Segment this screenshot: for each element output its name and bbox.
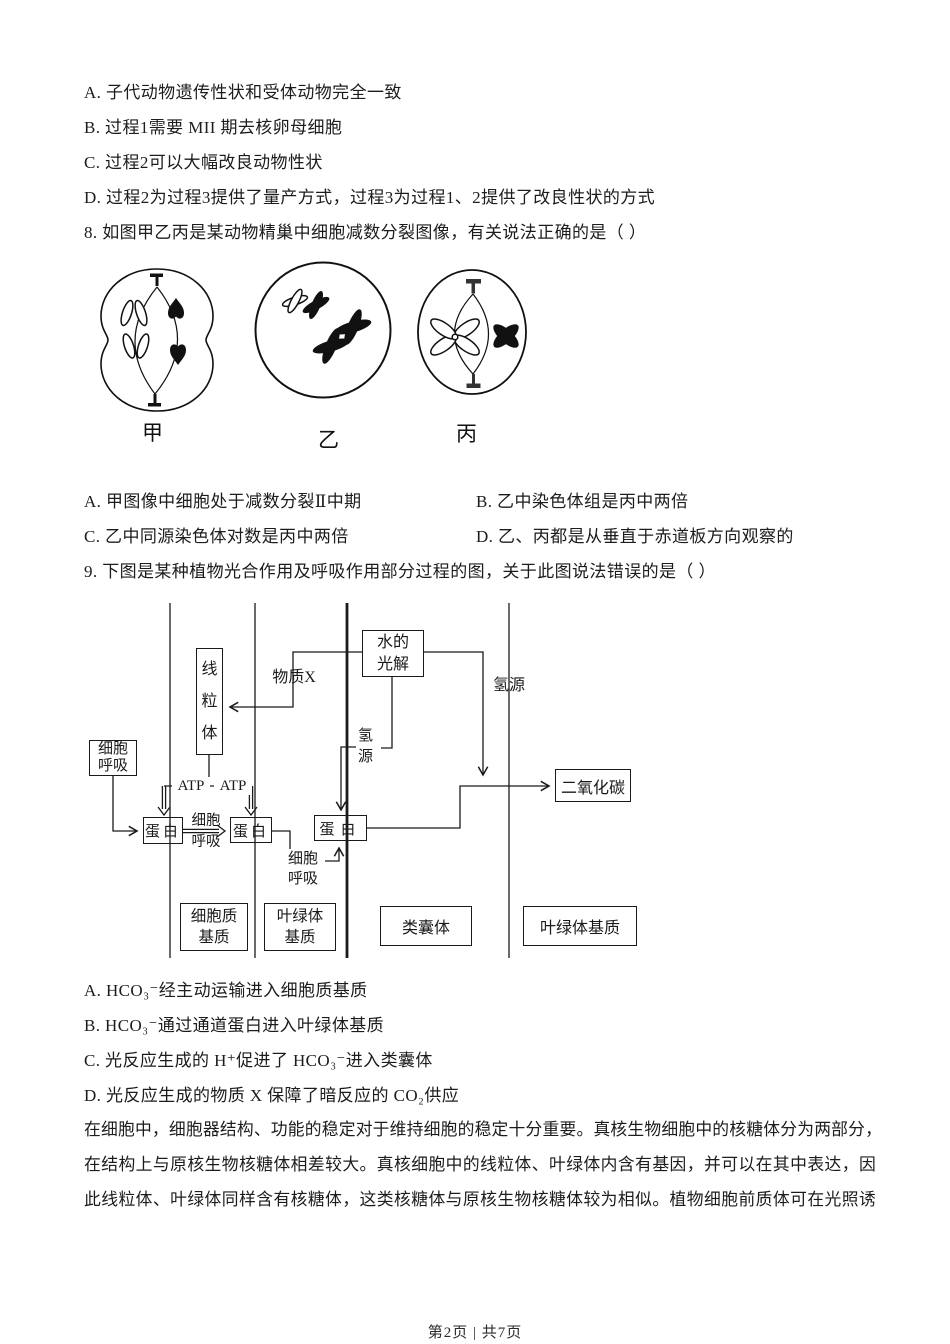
black-chromosomes: [168, 298, 186, 365]
q8-option-c: C. 乙中同源染色体对数是丙中两倍: [84, 527, 349, 546]
page-number-footer: 第2页 | 共7页: [427, 1325, 523, 1341]
cell-bing: [417, 269, 527, 395]
black-tetrad-small: [302, 290, 330, 320]
box-carbon-dioxide: 二氧化碳: [555, 769, 631, 802]
q8-option-a: A. 甲图像中细胞处于减数分裂Ⅱ中期: [84, 492, 362, 511]
cell-jia: [100, 268, 214, 412]
prev-option-d: D. 过程2为过程3提供了量产方式，过程3为过程1、2提供了改良性状的方式: [84, 188, 656, 207]
label-hydrogen-source-right: 氢源: [492, 677, 525, 694]
paragraph-line-2: 在结构上与原核生物核糖体相差较大。真核细胞中的线粒体、叶绿体内含有基因，并可以在…: [84, 1155, 876, 1174]
black-tetrad-large-1: [312, 328, 350, 364]
box-region-stroma-left: 叶绿体基质: [264, 903, 336, 951]
label-hydrogen-source-mid: 氢源: [357, 728, 373, 765]
white-chromosome-rosette: [430, 318, 480, 356]
box-protein-3: 蛋白: [314, 815, 367, 841]
q9-option-a: A. HCO₃⁻经主动运输进入细胞质基质: [84, 981, 368, 1000]
spindle-pole-marks: [466, 279, 481, 388]
label-cell-respiration-lower: 细胞呼吸: [287, 851, 318, 887]
q8-option-d: D. 乙、丙都是从垂直于赤道板方向观察的: [476, 527, 794, 546]
q9-option-b: B. HCO₃⁻通过通道蛋白进入叶绿体基质: [84, 1016, 385, 1035]
q9-diagram-lines: [112, 603, 551, 958]
cell-label-jia: 甲: [142, 421, 163, 445]
paragraph-line-1: 在细胞中，细胞器结构、功能的稳定对于维持细胞的稳定十分重要。真核生物细胞中的核糖…: [84, 1120, 883, 1139]
prev-option-b: B. 过程1需要 MII 期去核卵母细胞: [84, 118, 343, 137]
box-protein-2: 蛋白: [230, 817, 272, 843]
box-mitochondrion: 线粒体: [196, 648, 223, 755]
q9-option-c: C. 光反应生成的 H⁺促进了 HCO₃⁻进入类囊体: [84, 1051, 433, 1070]
outline-tetrad: [281, 288, 309, 314]
q8-cell-division-figure: [100, 261, 527, 412]
label-cell-respiration-mid: 细胞呼吸: [191, 813, 221, 850]
box-cell-respiration: 细胞呼吸: [89, 740, 137, 776]
q8-stem: 8. 如图甲乙丙是某动物精巢中细胞减数分裂图像，有关说法正确的是（ ）: [84, 223, 647, 242]
spindle-pole-marks: [148, 273, 163, 407]
q9-option-d: D. 光反应生成的物质 X 保障了暗反应的 CO₂供应: [84, 1086, 460, 1105]
box-region-stroma-right: 叶绿体基质: [523, 906, 637, 946]
black-chromosome-x: [493, 324, 519, 348]
q8-option-b: B. 乙中染色体组是丙中两倍: [476, 492, 689, 511]
cell-label-yi: 乙: [318, 428, 339, 452]
white-chromosomes: [120, 299, 150, 359]
cell-yi: [254, 261, 392, 399]
prev-option-a: A. 子代动物遗传性状和受体动物完全一致: [84, 83, 402, 102]
paragraph-line-3: 此线粒体、叶绿体同样含有核糖体，这类核糖体与原核生物核糖体较为相似。植物细胞前质…: [84, 1190, 876, 1209]
box-region-cytosol: 细胞质基质: [180, 903, 248, 951]
label-atp-left: ATP: [172, 777, 210, 795]
box-water-photolysis: 水的光解: [362, 630, 424, 677]
box-protein-1: 蛋白: [143, 817, 183, 844]
label-substance-x: 物质X: [272, 669, 316, 686]
cell-label-bing: 丙: [456, 422, 477, 446]
label-atp-right: ATP: [214, 777, 252, 795]
prev-option-c: C. 过程2可以大幅改良动物性状: [84, 153, 323, 172]
box-region-thylakoid: 类囊体: [380, 906, 472, 946]
black-tetrad-large-2: [334, 309, 372, 345]
q9-stem: 9. 下图是某种植物光合作用及呼吸作用部分过程的图，关于此图说法错误的是（ ）: [84, 562, 716, 581]
